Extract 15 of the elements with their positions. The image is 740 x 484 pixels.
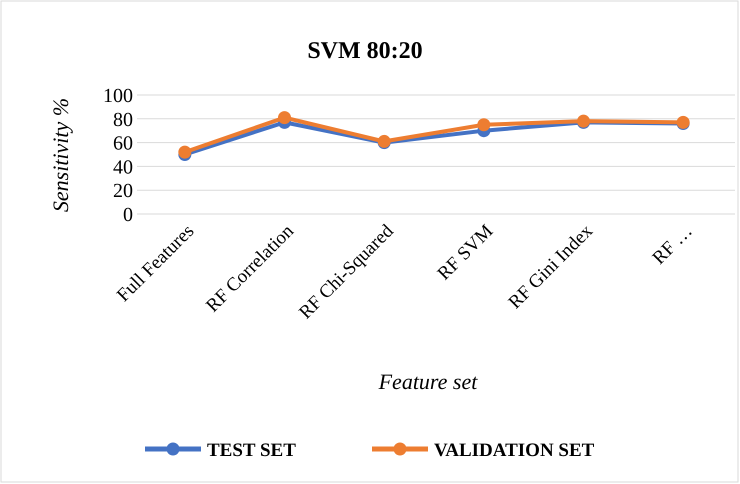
tick-label: RF …: [648, 220, 697, 269]
tick-label: 20: [113, 180, 133, 202]
point: [477, 118, 490, 132]
axis-title: Sensitivity %: [48, 98, 73, 212]
point: [278, 111, 291, 124]
tick-label: 80: [113, 108, 133, 131]
tick-label: 100: [103, 85, 133, 107]
tick-label: 40: [113, 156, 133, 178]
legend-label: VALIDATION SET: [434, 440, 594, 461]
chart-title: SVM 80:20: [307, 38, 423, 64]
tick-label: 0: [123, 204, 133, 226]
axis-title: Feature set: [378, 369, 478, 394]
tick-label: 60: [113, 132, 133, 155]
legend-label: TEST SET: [207, 440, 296, 461]
point: [178, 146, 192, 159]
